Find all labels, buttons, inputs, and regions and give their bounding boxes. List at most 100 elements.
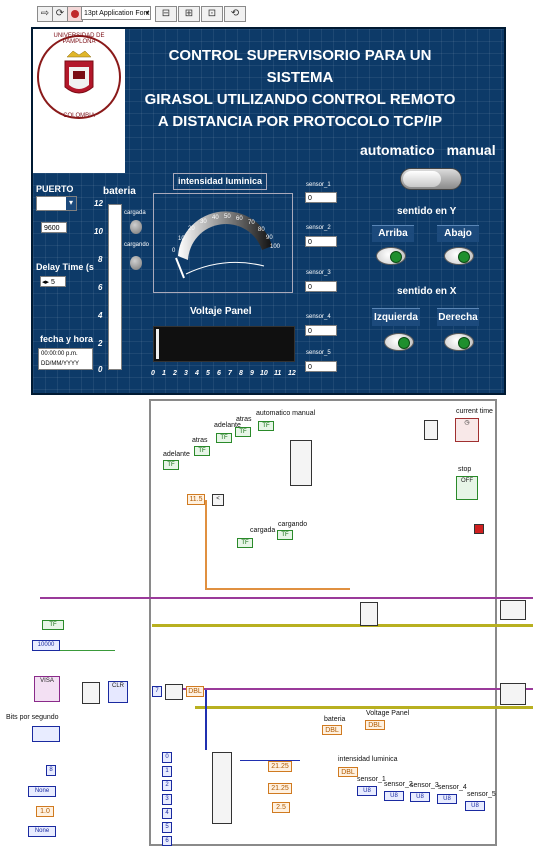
wire-error xyxy=(152,624,533,627)
bd-voltaje-terminal[interactable]: DBL xyxy=(365,720,385,730)
abajo-button[interactable] xyxy=(444,247,474,265)
bd-index-5[interactable]: 5 xyxy=(162,822,172,833)
bd-bateria-label: bateria xyxy=(324,716,346,723)
bd-adelante-label-2: adelante xyxy=(163,451,190,458)
sensor-2-label: sensor_2 xyxy=(306,225,331,231)
bd-intensidad-terminal[interactable]: DBL xyxy=(338,767,358,777)
resize-icon[interactable]: ⊡ xyxy=(201,6,223,22)
bd-time-node[interactable] xyxy=(424,420,438,440)
stepper-icon[interactable]: ◂▸ xyxy=(42,279,50,286)
bd-none-2[interactable]: None xyxy=(28,826,56,837)
bd-cargada-terminal[interactable]: TF xyxy=(237,538,253,548)
run-arrow-icon[interactable]: ⇨ xyxy=(37,6,53,22)
cargada-led xyxy=(130,220,142,234)
izquierda-button[interactable] xyxy=(384,333,414,351)
derecha-button[interactable] xyxy=(444,333,474,351)
font-select-label: 13pt Application Font xyxy=(84,10,150,17)
voltaje-tick: 8 xyxy=(239,370,243,377)
bd-const-8[interactable]: 8 xyxy=(46,765,56,776)
distribute-icon[interactable]: ⊞ xyxy=(178,6,200,22)
bd-visa-close-2[interactable] xyxy=(500,683,526,705)
bd-index-6[interactable]: 6 xyxy=(162,836,172,846)
bd-tf-terminal[interactable]: TF xyxy=(194,446,210,456)
bd-loop-condition-icon[interactable] xyxy=(474,524,484,534)
logo-text-bottom: COLOMBIA xyxy=(63,113,95,119)
voltaje-bar xyxy=(153,326,295,362)
bd-index-2[interactable]: 2 xyxy=(162,780,172,791)
align-icon[interactable]: ⊟ xyxy=(155,6,177,22)
fecha-field[interactable]: 00:00:00 p.m. DD/MM/YYYY xyxy=(38,348,93,370)
led-icon xyxy=(458,337,470,349)
bateria-label: bateria xyxy=(103,186,136,197)
bd-bits-control[interactable] xyxy=(32,726,60,742)
bd-const-7[interactable]: 7 xyxy=(152,686,162,697)
bd-visa-write[interactable] xyxy=(360,602,378,626)
bd-visa-close[interactable] xyxy=(500,600,526,620)
mode-labels: automatico manual xyxy=(360,142,496,158)
bd-sensor-3-terminal[interactable]: U8 xyxy=(410,792,430,802)
sentido-y-label: sentido en Y xyxy=(397,206,457,217)
bd-bool-terminal[interactable]: TF xyxy=(42,620,64,630)
bd-clr-text: CLR xyxy=(111,683,124,689)
wire-error-2 xyxy=(195,706,533,709)
sensor-4-value: 0 xyxy=(305,325,337,336)
bd-const-1-0[interactable]: 1.0 xyxy=(36,806,54,817)
bd-tf-terminal[interactable]: TF xyxy=(258,421,274,431)
bd-tf-terminal[interactable]: TF xyxy=(235,427,251,437)
bd-const-21-25-a[interactable]: 21.25 xyxy=(268,761,292,772)
cargando-label: cargando xyxy=(124,242,150,248)
bd-sensor-2-label: sensor_2 xyxy=(384,781,413,788)
run-continuous-icon[interactable]: ⟳ xyxy=(52,6,68,22)
voltaje-tick: 4 xyxy=(195,370,199,377)
bd-tf-terminal[interactable]: TF xyxy=(163,460,179,470)
font-select[interactable]: 13pt Application Font▾ xyxy=(81,6,151,20)
mode-toggle[interactable] xyxy=(400,168,462,190)
bd-visa-config[interactable] xyxy=(82,682,100,704)
bd-clock-icon[interactable]: ◷ xyxy=(455,418,479,442)
bd-index-4[interactable]: 4 xyxy=(162,808,172,819)
bd-sensor-5-terminal[interactable]: U8 xyxy=(465,801,485,811)
fecha-date: DD/MM/YYYY xyxy=(41,361,80,367)
sensor-4-label: sensor_4 xyxy=(306,314,331,320)
title-line-1: CONTROL SUPERVISORIO PARA UN SISTEMA xyxy=(168,47,432,86)
bd-index-array[interactable] xyxy=(212,752,232,824)
bd-const-10000[interactable]: 10000 xyxy=(32,640,60,651)
bd-visa-read[interactable] xyxy=(165,684,183,700)
bd-clr-node[interactable]: CLR xyxy=(108,681,128,703)
gauge-tick: 80 xyxy=(258,227,265,233)
toolbar: ⇨ ⟳ ▮▮ 13pt Application Font▾ ⊟ ⊞ ⊡ ⟲ xyxy=(0,0,533,28)
chevron-down-icon: ▾ xyxy=(145,10,149,17)
wire-idx xyxy=(240,760,300,761)
baud-field[interactable]: 9600 xyxy=(41,222,67,233)
sensor-1-value: 0 xyxy=(305,192,337,203)
bd-visa-resource[interactable]: VISA xyxy=(34,676,60,702)
arriba-button[interactable] xyxy=(376,247,406,265)
bd-const-21-25-b[interactable]: 21.25 xyxy=(268,783,292,794)
delay-field[interactable]: ◂▸ 5 xyxy=(40,276,66,287)
bd-build-array[interactable] xyxy=(290,440,312,486)
bd-const-11-5[interactable]: 11.5 xyxy=(187,494,205,505)
wire-bool xyxy=(60,650,115,651)
bd-none-1[interactable]: None xyxy=(28,786,56,797)
bd-dbl-node[interactable]: DBL xyxy=(186,686,204,697)
bd-stop-button[interactable]: OFF xyxy=(456,476,478,500)
wire-visa xyxy=(40,597,533,599)
reorder-icon[interactable]: ⟲ xyxy=(224,6,246,22)
puerto-select[interactable]: ▾ xyxy=(36,196,77,211)
bd-cargando-terminal[interactable]: TF xyxy=(277,530,293,540)
bd-index-1[interactable]: 1 xyxy=(162,766,172,777)
voltaje-scale: 0 1 2 3 4 5 6 7 8 9 10 11 12 xyxy=(151,370,301,380)
bd-bateria-terminal[interactable]: DBL xyxy=(322,725,342,735)
crest-icon xyxy=(64,50,94,94)
bd-tf-terminal[interactable]: TF xyxy=(216,433,232,443)
bd-index-3[interactable]: 3 xyxy=(162,794,172,805)
bd-sensor-2-terminal[interactable]: U8 xyxy=(384,791,404,801)
bd-sensor-4-terminal[interactable]: U8 xyxy=(437,794,457,804)
gauge-tick: 30 xyxy=(200,219,207,225)
bd-compare-node[interactable]: < xyxy=(212,494,224,506)
bd-const-2-5[interactable]: 2.5 xyxy=(272,802,290,813)
bd-sensor-1-terminal[interactable]: U8 xyxy=(357,786,377,796)
gauge-tick: 10 xyxy=(178,236,185,242)
bd-sensor-4-label: sensor_4 xyxy=(438,784,467,791)
bd-index-0[interactable]: 0 xyxy=(162,752,172,763)
